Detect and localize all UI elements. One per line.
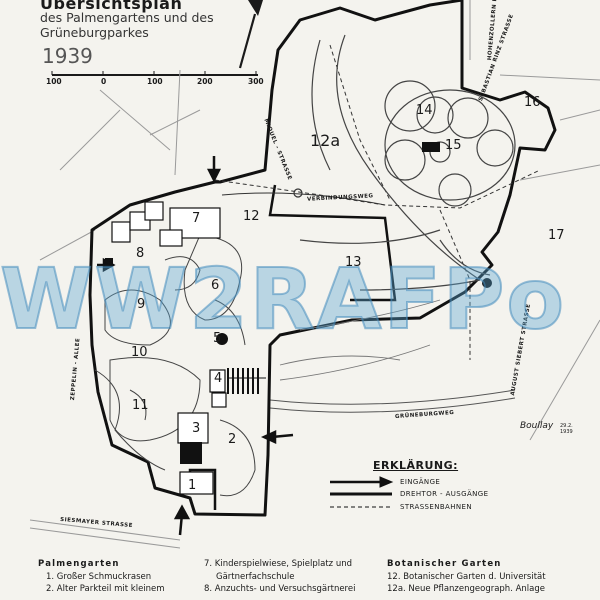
area-label-11: 11 [132,398,149,413]
list-item: 12a. Neue Pflanzengeograph. Anlage [387,584,545,594]
area-label-6: 6 [211,278,220,293]
area-label-12: 12 [243,209,260,224]
legend-title: ERKLÄRUNG: [373,459,459,472]
greenhouse-rows [227,368,266,394]
area-label-12a: 12a [310,131,341,150]
list-heading: Botanischer Garten [387,559,502,569]
signature-date: 29.2. 1939 [560,423,573,435]
area-label-7: 7 [192,211,201,226]
area-label-1: 1 [188,478,197,493]
map-subtitle-line1: des Palmengartens und des [40,10,214,25]
map-year: 1939 [42,44,93,68]
dark-structures [105,142,492,464]
area-label-13: 13 [345,255,362,270]
legend-item-turnstiles: DREHTOR - AUSGÄNGE [400,490,489,498]
area-label-5: 5 [213,331,222,346]
street-network [29,0,600,549]
rotunda-icon [293,188,303,198]
entrance-arrows [97,156,294,536]
area-label-9: 9 [137,297,146,312]
grueneburgweg-road [269,389,516,413]
area-label-14: 14 [416,103,433,118]
legend-list-column-2: 7. Kinderspielwiese, Spielplatz und Gärt… [204,558,355,596]
area-label-10: 10 [131,345,148,360]
list-item: 7. Kinderspielwiese, Spielplatz und [204,559,353,569]
list-item: 2. Alter Parkteil mit kleinem [46,584,165,594]
buildings [111,201,227,495]
list-item: 1. Großer Schmuckrasen [46,571,152,582]
area-label-3: 3 [192,421,201,436]
legend-list-column-3: Botanischer Garten 12. Botanischer Garte… [387,558,546,596]
area-label-8: 8 [136,246,145,261]
scale-label: 100 [46,77,62,86]
list-item: 12. Botanischer Garten d. Universität [387,571,546,582]
scale-label: 100 [147,77,163,86]
legend-list-column-1: Palmengarten 1. Großer Schmuckrasen 2. A… [38,558,165,596]
legend-item-entrances: EINGÄNGE [400,478,441,486]
scale-label: 0 [101,77,107,86]
area-label-4: 4 [214,371,223,386]
list-item: Gärtnerfachschule [216,571,295,582]
scale-label: 300 [248,77,264,86]
legend-symbols [330,476,394,508]
area-label-2: 2 [228,432,237,447]
watermark-text: WW2RAFPo [0,249,567,349]
scale-bar [51,71,258,76]
north-arrow-icon [238,0,263,69]
area-label-16: 16 [524,95,541,110]
area-label-17: 17 [548,228,565,243]
area-label-15: 15 [445,138,462,153]
meadow-paths [279,299,441,381]
grueneburgpark-paths [299,34,516,291]
scale-label: 200 [197,77,213,86]
map-title: Übersichtsplan [40,0,183,13]
legend-item-tramways: STRASSENBAHNEN [400,503,472,511]
list-heading: Palmengarten [38,559,120,569]
map-subtitle-line2: Grüneburgparkes [40,25,149,40]
signature: Boullay [520,421,554,431]
list-item: 8. Anzuchts- und Versuchsgärtnerei [204,584,356,594]
